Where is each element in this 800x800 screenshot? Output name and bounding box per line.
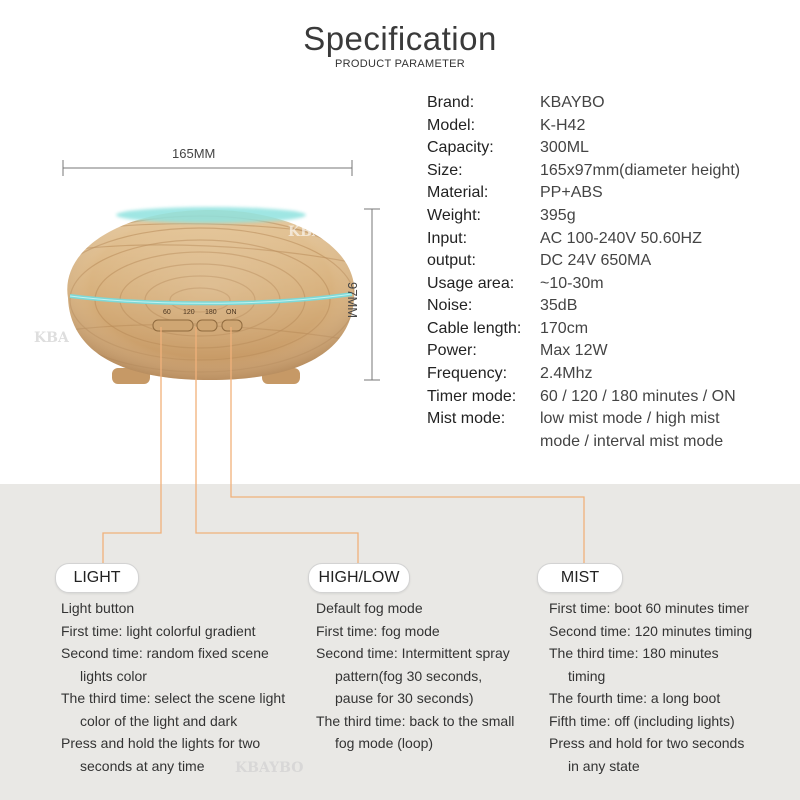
- description-line: pause for 30 seconds): [335, 690, 474, 706]
- description-line: The third time: select the scene light: [61, 690, 286, 706]
- mist-description: First time: boot 60 minutes timer Second…: [549, 597, 752, 777]
- spec-label: Mist mode:: [427, 410, 506, 427]
- spec-label: output:: [427, 252, 476, 269]
- spec-value: ~10-30m: [540, 275, 604, 292]
- spec-label: Power:: [427, 342, 477, 359]
- function-panel-background: [0, 484, 800, 800]
- spec-value: 2.4Mhz: [540, 365, 593, 382]
- mist-button-label: MIST: [537, 563, 623, 593]
- spec-value: low mist mode / high mist: [540, 410, 720, 427]
- spec-label: Frequency:: [427, 365, 508, 382]
- connector-highlow: [195, 327, 359, 564]
- spec-value: 60 / 120 / 180 minutes / ON: [540, 388, 736, 405]
- description-line: Default fog mode: [316, 600, 423, 616]
- connector-light: [102, 327, 162, 564]
- watermark-logo: KBAYBO: [288, 224, 357, 240]
- description-line: The fourth time: a long boot: [549, 690, 721, 706]
- button-label-120: 120: [183, 309, 195, 316]
- spec-value: 395g: [540, 207, 576, 224]
- button-label-on: ON: [226, 309, 237, 316]
- description-line: Light button: [61, 600, 135, 616]
- watermark-logo: KBA: [34, 330, 69, 346]
- button-label-60: 60: [163, 309, 171, 316]
- light-button-label: LIGHT: [55, 563, 139, 593]
- top-light-glow: [116, 207, 306, 223]
- spec-label: Cable length:: [427, 320, 522, 337]
- description-line: in any state: [568, 757, 640, 774]
- spec-value: 300ML: [540, 139, 589, 156]
- description-line: Fifth time: off (including lights): [549, 712, 735, 729]
- spec-value: K-H42: [540, 117, 586, 134]
- description-line: timing: [568, 667, 606, 684]
- description-line: Press and hold the lights for two: [61, 735, 261, 751]
- width-label: 165MM: [172, 146, 216, 161]
- spec-value: 170cm: [540, 320, 589, 337]
- spec-label: Input:: [427, 230, 468, 247]
- spec-value: 35dB: [540, 297, 578, 314]
- description-line: First time: fog mode: [316, 622, 440, 639]
- connector-mist: [230, 327, 585, 564]
- light-description: Light button First time: light colorful …: [61, 597, 285, 777]
- page-subtitle: PRODUCT PARAMETER: [335, 58, 465, 70]
- spec-label: Weight:: [427, 207, 481, 224]
- spec-value: 165x97mm(diameter height): [540, 162, 741, 179]
- highlow-description: Default fog mode First time: fog mode Se…: [316, 597, 514, 755]
- description-line: Second time: random fixed scene: [61, 645, 269, 661]
- description-line: Second time: Intermittent spray: [316, 645, 510, 661]
- spec-value: mode / interval mist mode: [540, 433, 724, 450]
- description-line: The third time: back to the small: [316, 712, 515, 729]
- spec-label: Capacity:: [427, 139, 494, 156]
- description-line: fog mode (loop): [335, 735, 434, 751]
- description-line: First time: boot 60 minutes timer: [549, 600, 749, 616]
- spec-value: KBAYBO: [540, 94, 605, 111]
- description-line: Second time: 120 minutes timing: [549, 622, 753, 639]
- description-line: The third time: 180 minutes: [549, 645, 719, 661]
- spec-value: AC 100-240V 50.60HZ: [540, 230, 702, 247]
- description-line: pattern(fog 30 seconds,: [335, 667, 483, 684]
- page-title: Specification: [303, 20, 497, 57]
- spec-label: Model:: [427, 117, 476, 134]
- description-line: First time: light colorful gradient: [61, 622, 256, 639]
- height-label: 97MM: [345, 282, 360, 319]
- spec-label: Noise:: [427, 297, 473, 314]
- spec-value: DC 24V 650MA: [540, 252, 652, 269]
- spec-label: Timer mode:: [427, 388, 517, 405]
- description-line: lights color: [80, 667, 147, 684]
- spec-label: Size:: [427, 162, 463, 179]
- connector-lines: [102, 327, 585, 564]
- spec-label: Material:: [427, 184, 489, 201]
- watermark-logo: KBAYBO: [235, 760, 304, 776]
- spec-label: Usage area:: [427, 275, 515, 292]
- description-line: color of the light and dark: [80, 712, 238, 729]
- control-buttons: [152, 319, 243, 332]
- height-dimension-line: [364, 208, 380, 381]
- button-label-180: 180: [205, 309, 217, 316]
- spec-value: Max 12W: [540, 342, 608, 359]
- spec-value: PP+ABS: [540, 184, 603, 201]
- spec-label: Brand:: [427, 94, 475, 111]
- description-line: seconds at any time: [80, 757, 205, 774]
- width-dimension-line: [62, 160, 353, 176]
- description-line: Press and hold for two seconds: [549, 735, 745, 751]
- highlow-button-label: HIGH/LOW: [308, 563, 410, 593]
